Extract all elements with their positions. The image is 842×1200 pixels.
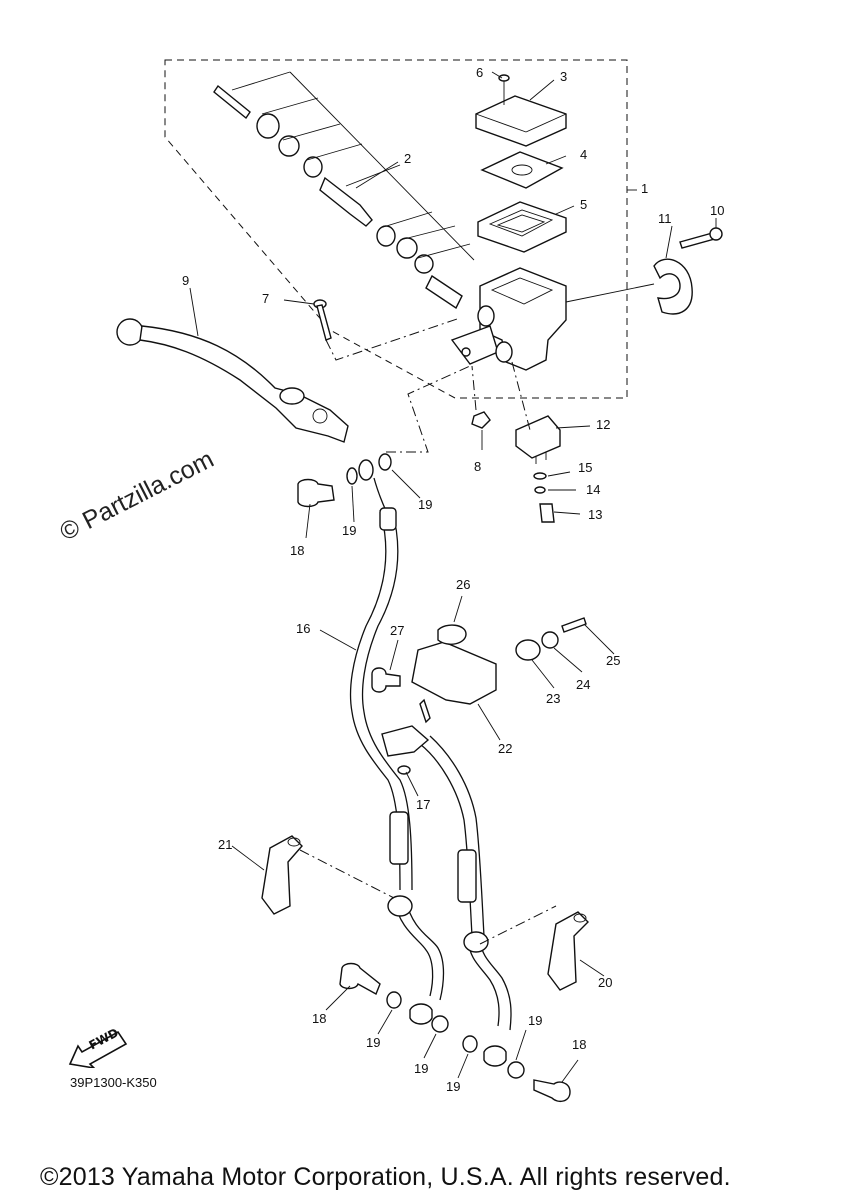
callout-6: 6 xyxy=(476,65,484,80)
lever-pivot-bolt xyxy=(313,299,491,429)
callout-23: 23 xyxy=(546,691,561,706)
callout-14: 14 xyxy=(586,482,601,497)
callout-18-lower-left: 18 xyxy=(312,1011,327,1026)
callout-5: 5 xyxy=(580,197,588,212)
callout-10: 10 xyxy=(710,203,725,218)
master-cylinder-body xyxy=(450,267,567,371)
reservoir-cap-parts xyxy=(475,74,567,253)
callout-12: 12 xyxy=(596,417,611,432)
callout-19-lower-c: 19 xyxy=(446,1079,461,1094)
callout-24: 24 xyxy=(576,677,591,692)
callout-19-lower-a: 19 xyxy=(366,1035,381,1050)
callout-19-upper-left: 19 xyxy=(342,523,357,538)
assembly-outline xyxy=(164,59,628,399)
callout-3: 3 xyxy=(560,69,568,84)
callout-25: 25 xyxy=(606,653,621,668)
copyright-notice: ©2013 Yamaha Motor Corporation, U.S.A. A… xyxy=(40,1163,731,1191)
callout-19-upper-right: 19 xyxy=(418,497,433,512)
callout-18-lower-right: 18 xyxy=(572,1037,587,1052)
callout-11: 11 xyxy=(658,211,672,226)
brake-light-switch xyxy=(515,415,561,523)
callout-15: 15 xyxy=(578,460,593,475)
hose-joint-bracket xyxy=(371,617,587,775)
callout-20: 20 xyxy=(598,975,613,990)
callout-7: 7 xyxy=(262,291,270,306)
callout-19-lower-d: 19 xyxy=(528,1013,543,1028)
callout-8: 8 xyxy=(474,459,482,474)
callout-21: 21 xyxy=(218,837,233,852)
callout-26: 26 xyxy=(456,577,471,592)
hose-guide-left xyxy=(261,835,303,915)
callout-leaders xyxy=(189,71,717,1083)
upper-banjo-connection xyxy=(297,453,392,508)
callout-19-lower-b: 19 xyxy=(414,1061,429,1076)
brake-lever xyxy=(116,318,349,443)
diagram-code: 39P1300-K350 xyxy=(70,1075,157,1090)
callout-2: 2 xyxy=(404,151,412,166)
callout-22: 22 xyxy=(498,741,513,756)
callout-9: 9 xyxy=(182,273,190,288)
callout-17: 17 xyxy=(416,797,431,812)
callout-27: 27 xyxy=(390,623,405,638)
hose-guide-right xyxy=(547,911,589,991)
brake-hose xyxy=(349,477,512,1031)
piston-kit xyxy=(213,71,475,310)
callout-4: 4 xyxy=(580,147,588,162)
callout-16: 16 xyxy=(296,621,311,636)
callout-1: 1 xyxy=(641,181,649,196)
callout-13: 13 xyxy=(588,507,603,522)
fwd-arrow-icon xyxy=(68,1030,128,1068)
callout-18-upper: 18 xyxy=(290,543,305,558)
holder-bracket xyxy=(653,227,723,315)
